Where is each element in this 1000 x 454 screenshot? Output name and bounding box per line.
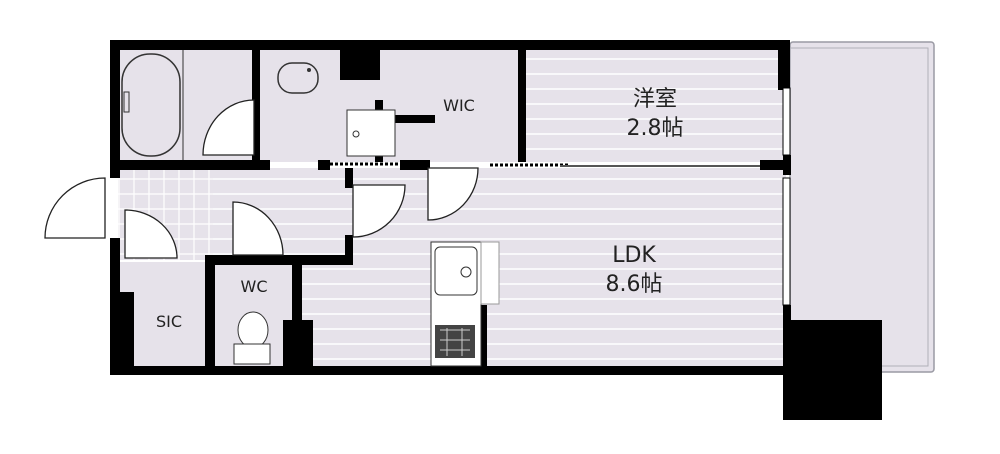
sic-label: SIC [156, 312, 182, 331]
bath-door [202, 99, 255, 156]
ldk-name: LDK [612, 243, 656, 268]
ldk-size: 8.6帖 [606, 272, 663, 297]
wic-room [383, 48, 521, 162]
wic-door [427, 167, 479, 221]
walls [110, 40, 882, 420]
wic-label: WIC [443, 96, 475, 115]
toilet-icon [237, 311, 269, 349]
entry-door [44, 177, 106, 239]
bathtub-icon [121, 53, 181, 157]
doors[interactable] [44, 99, 479, 259]
sink-icon [434, 246, 478, 296]
window [782, 177, 791, 306]
sic-door [124, 209, 178, 259]
wc-door [232, 201, 284, 256]
wc-label: WC [241, 277, 268, 296]
window [782, 87, 791, 156]
western-room-size: 2.8帖 [627, 116, 684, 141]
western-room [524, 48, 786, 162]
western-room-name: 洋室 [633, 87, 677, 112]
washbasin-icon [277, 62, 319, 94]
washing-machine-pan-icon [346, 109, 396, 157]
ldk-door [352, 184, 406, 238]
